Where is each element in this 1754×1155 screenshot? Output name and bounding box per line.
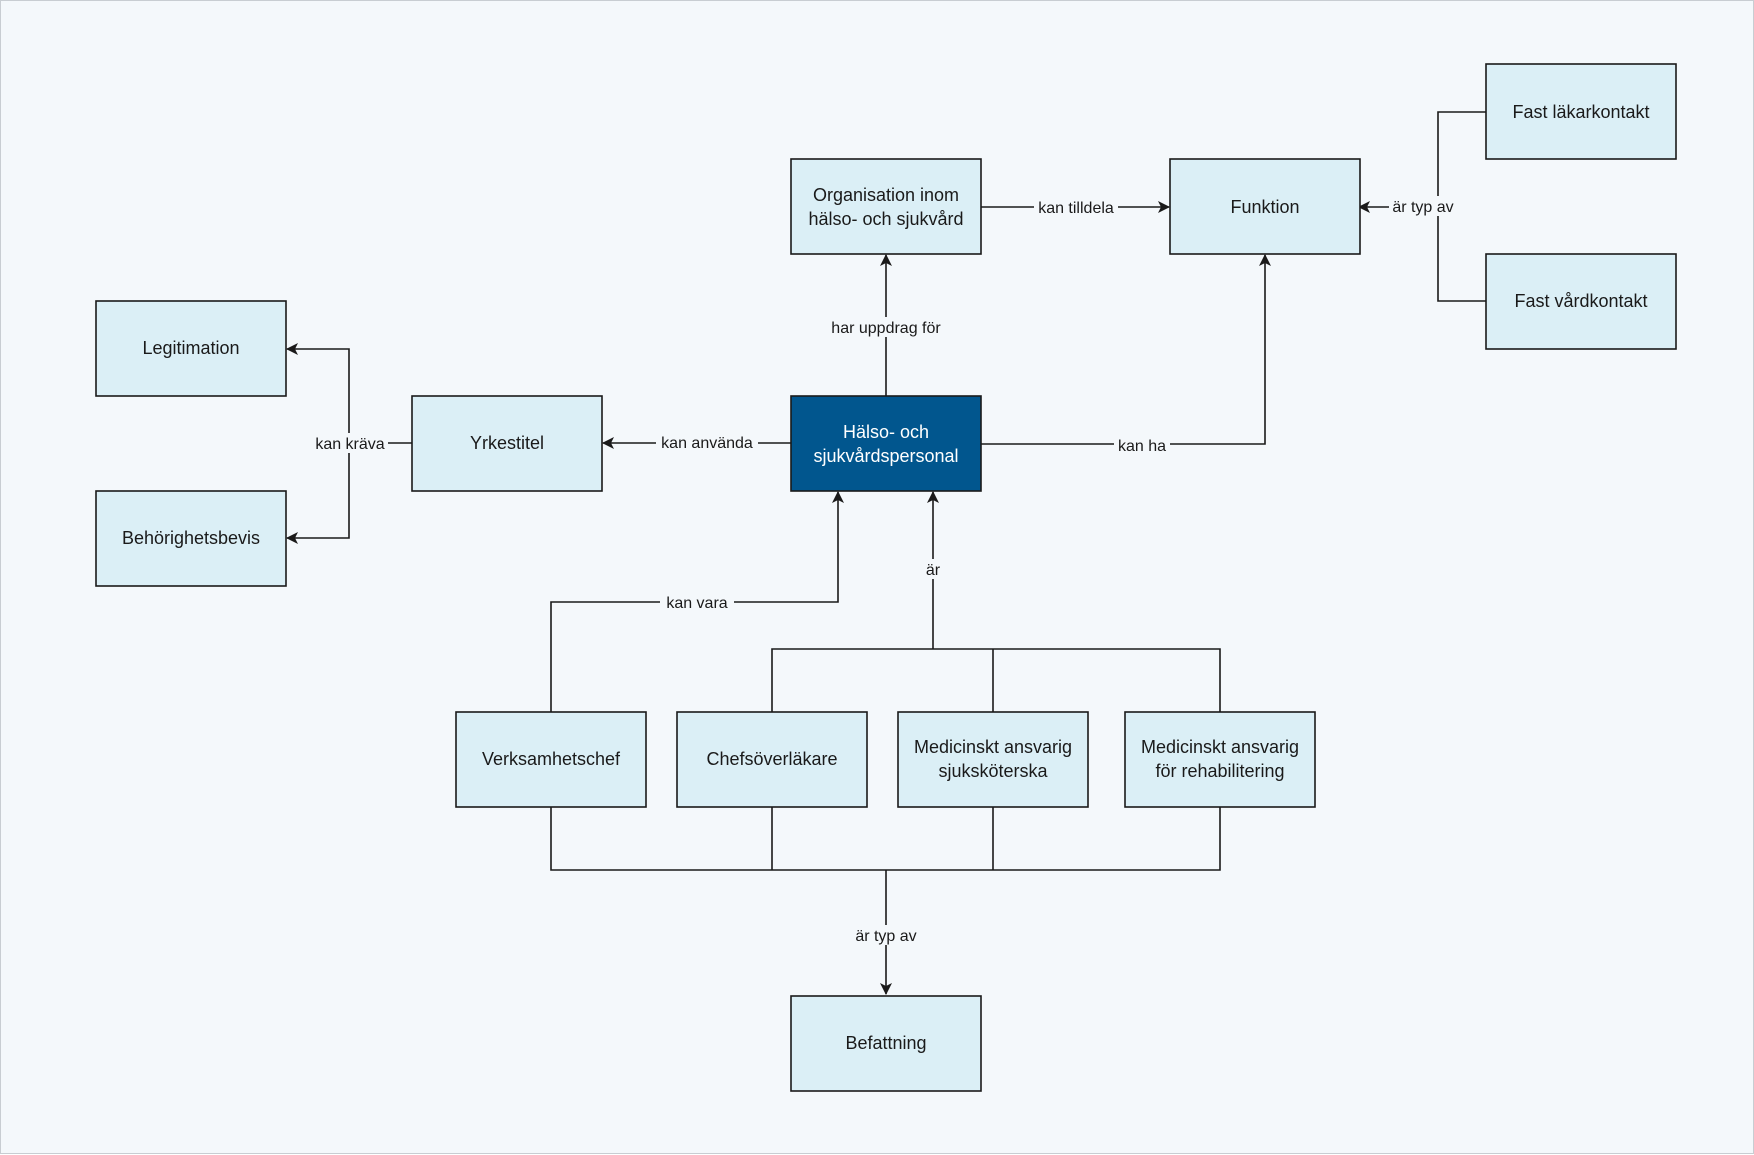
edge-kan-krava-behorighetsbevis xyxy=(286,443,350,544)
edge-label-kan-tilldela: kan tilldela xyxy=(1038,200,1114,217)
node-fast-lakarkontakt[interactable]: Fast läkarkontakt xyxy=(1485,63,1677,160)
node-fast-lakarkontakt-label: Fast läkarkontakt xyxy=(1512,102,1649,122)
node-funktion-label: Funktion xyxy=(1230,197,1299,217)
node-verksamhetschef-label: Verksamhetschef xyxy=(482,749,621,769)
node-befattning[interactable]: Befattning xyxy=(790,995,982,1092)
edge-label-ar-typ-av-funktion: är typ av xyxy=(1392,199,1453,216)
node-medicinskt-ansvarig-sjukskoterska[interactable]: Medicinskt ansvarig sjuksköterska xyxy=(897,711,1089,808)
node-verksamhetschef[interactable]: Verksamhetschef xyxy=(455,711,647,808)
edge-label-ar-typ-av-befattning: är typ av xyxy=(855,928,916,945)
node-chefsoverlakare[interactable]: Chefsöverläkare xyxy=(676,711,868,808)
node-befattning-label: Befattning xyxy=(845,1033,926,1053)
node-legitimation-label: Legitimation xyxy=(142,338,239,358)
node-medicinskt-ansvarig-rehabilitering[interactable]: Medicinskt ansvarig för rehabilitering xyxy=(1124,711,1316,808)
node-organisation[interactable]: Organisation inom hälso- och sjukvård xyxy=(790,158,982,255)
edge-kan-krava-legitimation xyxy=(286,343,350,443)
node-halso-line1: Hälso- och xyxy=(843,422,929,442)
node-fast-vardkontakt[interactable]: Fast vårdkontakt xyxy=(1485,253,1677,350)
edge-ar-typ-av-lakarkontakt xyxy=(1437,111,1486,207)
edge-label-kan-ha: kan ha xyxy=(1118,438,1166,455)
node-mas-line1: Medicinskt ansvarig xyxy=(914,737,1072,757)
edge-kan-ha xyxy=(981,254,1271,445)
node-mar-line1: Medicinskt ansvarig xyxy=(1141,737,1299,757)
edge-label-kan-krava: kan kräva xyxy=(315,436,384,453)
node-chefsoverlakare-label: Chefsöverläkare xyxy=(706,749,837,769)
node-mas-line2: sjuksköterska xyxy=(938,761,1048,781)
edge-ar-typ-av-bus xyxy=(550,807,1221,871)
node-halso-och-sjukvardspersonal[interactable]: Hälso- och sjukvårdspersonal xyxy=(790,395,982,492)
node-yrkestitel[interactable]: Yrkestitel xyxy=(411,395,603,492)
node-behorighetsbevis[interactable]: Behörighetsbevis xyxy=(95,490,287,587)
edge-label-kan-vara: kan vara xyxy=(666,595,727,612)
edge-label-har-uppdrag-for: har uppdrag för xyxy=(831,320,941,337)
node-yrkestitel-label: Yrkestitel xyxy=(470,433,544,453)
node-organisation-line1: Organisation inom xyxy=(813,185,959,205)
node-funktion[interactable]: Funktion xyxy=(1169,158,1361,255)
node-mar-line2: för rehabilitering xyxy=(1155,761,1284,781)
edge-label-ar: är xyxy=(926,562,941,579)
node-legitimation[interactable]: Legitimation xyxy=(95,300,287,397)
edge-ar-bus xyxy=(771,648,1221,712)
node-behorighetsbevis-label: Behörighetsbevis xyxy=(122,528,260,548)
edge-ar-typ-av-vardkontakt xyxy=(1437,207,1486,302)
node-fast-vardkontakt-label: Fast vårdkontakt xyxy=(1514,291,1647,311)
edge-label-kan-anvanda: kan använda xyxy=(661,435,753,452)
node-organisation-line2: hälso- och sjukvård xyxy=(808,209,963,229)
node-halso-line2: sjukvårdspersonal xyxy=(813,446,958,466)
